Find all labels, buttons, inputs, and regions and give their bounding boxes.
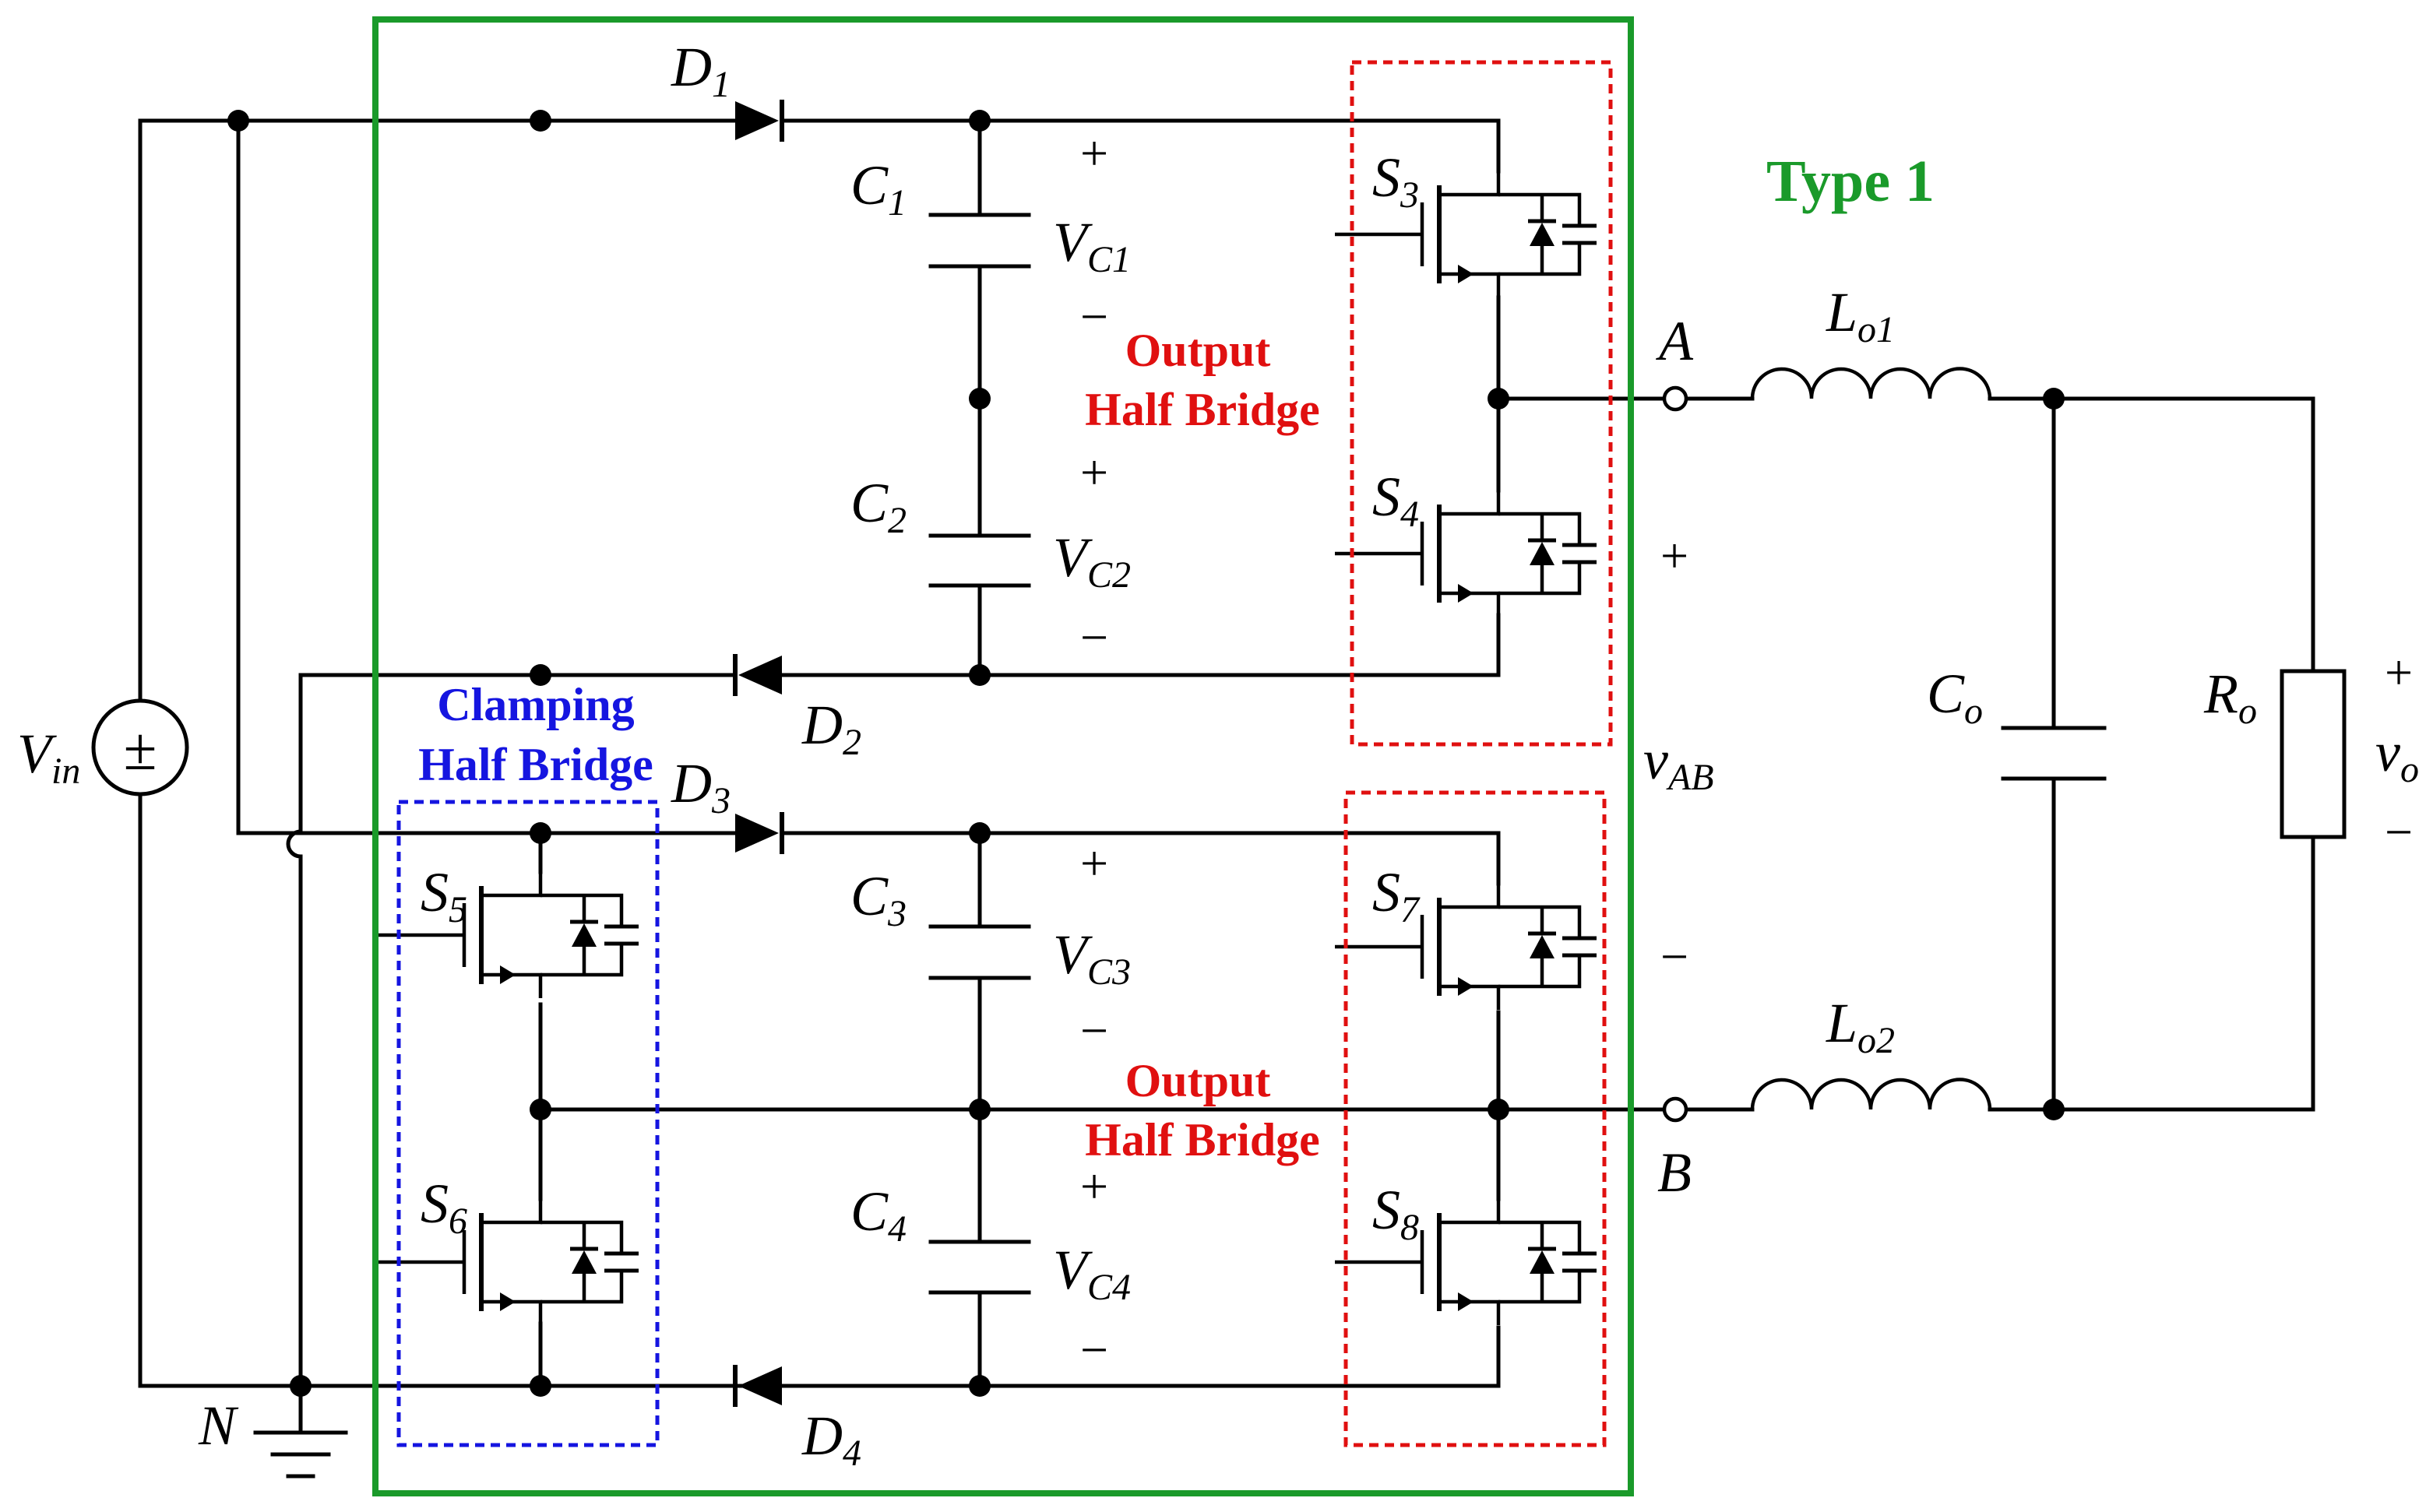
svg-text:VC2: VC2 <box>1053 526 1131 596</box>
output-bridge-lower-label: Output Half Bridge <box>1085 1055 1320 1166</box>
output-bridge-lower-box <box>1343 790 1607 1447</box>
svg-text:Half Bridge: Half Bridge <box>1085 384 1320 435</box>
vab-label: + vAB − <box>1643 528 1714 984</box>
svg-text:+: + <box>1080 835 1108 891</box>
switch-labels: S3 S4 S5 S6 S7 S8 <box>421 146 1421 1248</box>
svg-text:S5: S5 <box>421 861 467 930</box>
switch-s4 <box>1335 491 1597 617</box>
svg-text:C2: C2 <box>850 472 907 541</box>
resistor-ro: Ro <box>2203 663 2347 839</box>
svg-text:D3: D3 <box>671 752 731 821</box>
switch-s5 <box>377 872 639 998</box>
svg-text:Lo2: Lo2 <box>1826 992 1895 1061</box>
source-sub: in <box>51 751 80 792</box>
svg-text:+: + <box>2385 645 2413 700</box>
diode-d2: D2 <box>733 654 861 763</box>
svg-text:D2: D2 <box>801 694 861 763</box>
svg-text:Output: Output <box>1125 1055 1271 1106</box>
svg-text:−: − <box>1080 1003 1108 1058</box>
source-symbol: ± <box>124 715 157 782</box>
svg-text:C1: C1 <box>850 154 907 223</box>
clamping-bridge-box <box>396 800 660 1447</box>
switch-s8 <box>1335 1199 1597 1325</box>
inductor-lo2: Lo2 <box>1750 992 1992 1110</box>
svg-text:S7: S7 <box>1372 861 1421 930</box>
voltage-source: ± Vin <box>17 698 189 796</box>
svg-text:Clamping: Clamping <box>437 679 634 730</box>
svg-text:S3: S3 <box>1372 146 1419 216</box>
svg-text:S6: S6 <box>421 1173 467 1242</box>
svg-text:−: − <box>1660 929 1688 984</box>
svg-text:D4: D4 <box>801 1405 861 1474</box>
svg-text:D1: D1 <box>671 36 731 105</box>
svg-text:Co: Co <box>1927 663 1983 732</box>
svg-text:Output: Output <box>1125 325 1271 376</box>
svg-text:Vin: Vin <box>17 723 80 792</box>
capacitor-c4: C4 VC4 <box>850 1180 1131 1308</box>
svg-text:VC3: VC3 <box>1053 923 1131 993</box>
svg-text:S8: S8 <box>1372 1179 1419 1248</box>
clamping-bridge-label: Clamping Half Bridge <box>418 679 653 790</box>
switches <box>377 171 1597 1325</box>
svg-text:−: − <box>1080 1322 1108 1377</box>
source-name: V <box>17 723 57 785</box>
svg-text:−: − <box>1080 289 1108 344</box>
svg-text:C3: C3 <box>850 865 907 934</box>
ground-symbol: N <box>198 1384 348 1479</box>
svg-text:+: + <box>1660 528 1688 583</box>
svg-text:Ro: Ro <box>2203 663 2257 732</box>
output-bridge-upper-label: Output Half Bridge <box>1085 325 1320 435</box>
ground-label: N <box>198 1394 239 1457</box>
switch-s3 <box>1335 171 1597 297</box>
terminal-a: A <box>1656 310 1694 412</box>
capacitor-c2: C2 VC2 <box>850 472 1131 596</box>
svg-text:+: + <box>1080 1159 1108 1214</box>
switch-s6 <box>377 1199 639 1325</box>
svg-text:VC1: VC1 <box>1053 211 1131 280</box>
diagram-title: Type 1 <box>1766 149 1935 214</box>
svg-text:S4: S4 <box>1372 466 1419 535</box>
capacitor-c1: C1 VC1 <box>850 154 1131 280</box>
svg-text:+: + <box>1080 125 1108 181</box>
svg-text:C4: C4 <box>850 1180 907 1250</box>
svg-text:VC4: VC4 <box>1053 1239 1131 1308</box>
svg-text:Half Bridge: Half Bridge <box>418 739 653 790</box>
svg-text:Half Bridge: Half Bridge <box>1085 1114 1320 1166</box>
svg-text:−: − <box>1080 610 1108 665</box>
type1-outline <box>372 16 1634 1496</box>
inductor-lo1: Lo1 <box>1750 281 1992 399</box>
svg-text:vAB: vAB <box>1643 729 1714 798</box>
capacitor-co: Co <box>1927 663 2107 781</box>
output-bridge-upper-box <box>1350 60 1613 747</box>
diode-d1: D1 <box>671 36 784 142</box>
diode-d3: D3 <box>671 752 784 854</box>
terminal-b: B <box>1657 1096 1692 1204</box>
capacitor-c3: C3 VC3 <box>850 865 1131 993</box>
svg-text:+: + <box>1080 445 1108 500</box>
diode-d4: D4 <box>733 1365 861 1474</box>
svg-text:−: − <box>2385 804 2413 860</box>
svg-text:A: A <box>1656 310 1694 372</box>
svg-text:Lo1: Lo1 <box>1826 281 1895 350</box>
junctions <box>227 110 2065 1397</box>
switch-s7 <box>1335 884 1597 1010</box>
capacitor-polarity-signs: + − + − + − + − <box>1080 125 1108 1377</box>
svg-text:B: B <box>1657 1141 1692 1204</box>
vo-label: + vo − <box>2375 645 2419 860</box>
svg-text:vo: vo <box>2375 721 2419 790</box>
